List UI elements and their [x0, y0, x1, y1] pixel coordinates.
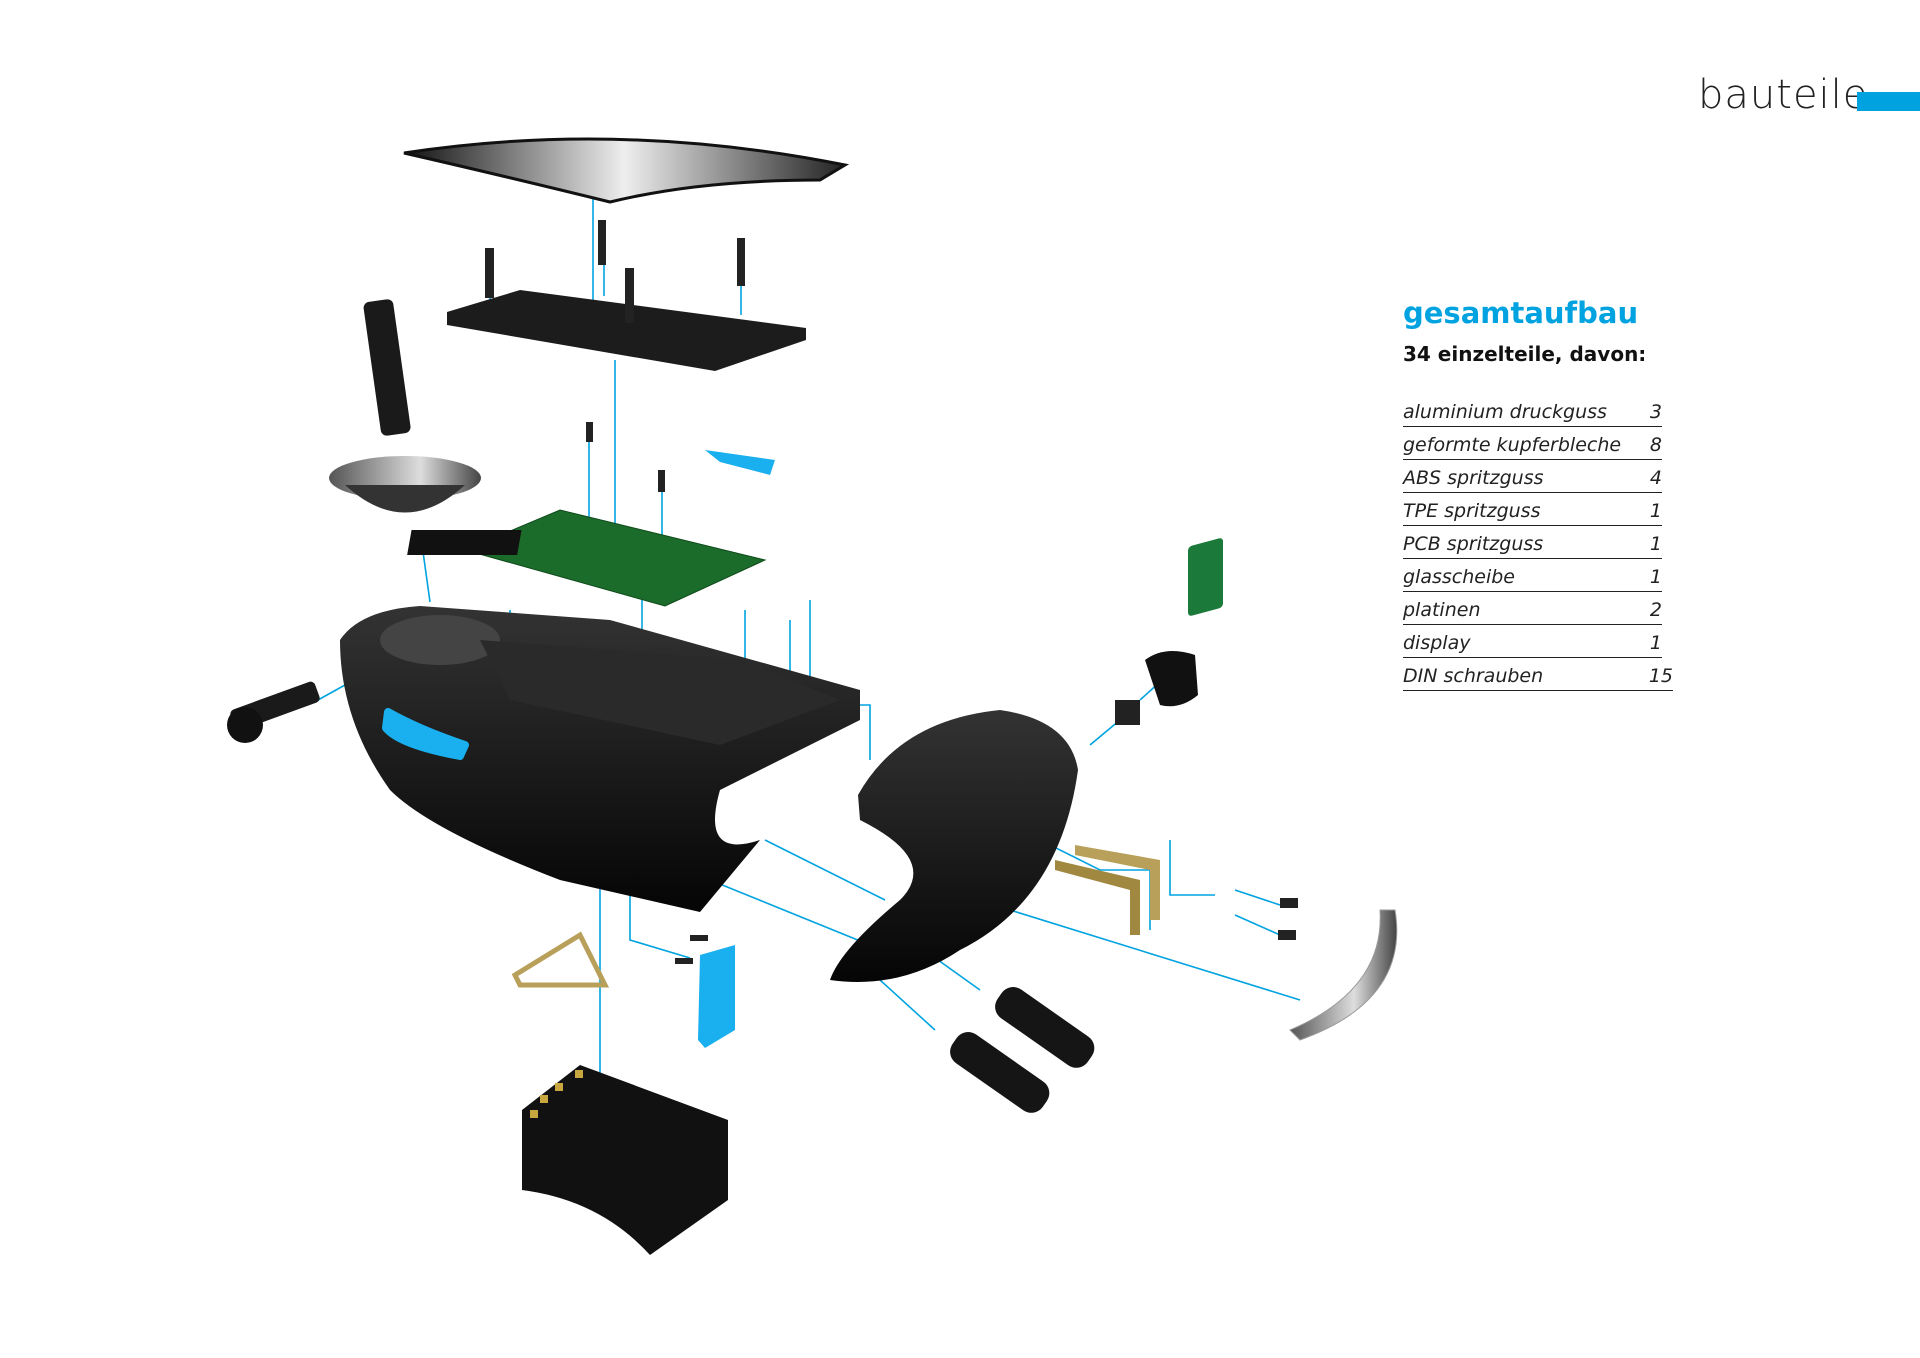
blue-button — [382, 708, 469, 760]
part-count: 8 — [1649, 434, 1662, 456]
parts-summary-panel: gesamtaufbau 34 einzelteile, davon: alum… — [1403, 294, 1693, 693]
list-item: DIN schrauben 15 — [1403, 660, 1673, 691]
list-item: ABS spritzguss 4 — [1403, 462, 1662, 493]
bolt — [363, 299, 411, 436]
part-count: 15 — [1648, 665, 1673, 687]
part-label: geformte kupferbleche — [1403, 434, 1622, 456]
part-count: 4 — [1649, 467, 1662, 489]
part-count: 1 — [1649, 533, 1662, 555]
screws — [485, 220, 1298, 964]
pcb-board — [463, 509, 767, 607]
part-label: DIN schrauben — [1403, 665, 1544, 687]
right-housing — [830, 710, 1078, 982]
list-item: TPE spritzguss 1 — [1403, 495, 1662, 526]
blue-clip — [705, 450, 775, 475]
battery — [522, 1065, 728, 1255]
part-count: 1 — [1649, 566, 1662, 588]
section-subheading: 34 einzelteile, davon: — [1403, 342, 1647, 366]
copper-contact — [511, 931, 610, 988]
part-label: TPE spritzguss — [1403, 500, 1541, 522]
list-item: glasscheibe 1 — [1403, 561, 1662, 592]
page-title: bauteile — [1698, 72, 1869, 118]
part-count: 1 — [1649, 632, 1662, 654]
part-count: 2 — [1649, 599, 1662, 621]
list-item: platinen 2 — [1403, 594, 1662, 625]
list-item: geformte kupferbleche 8 — [1403, 429, 1662, 460]
brass-bracket — [1075, 845, 1160, 920]
leader-lines — [317, 190, 1301, 1110]
bolt-head — [227, 707, 263, 743]
part-label: PCB spritzguss — [1403, 533, 1544, 555]
list-item: PCB spritzguss 1 — [1403, 528, 1662, 559]
part-label: aluminium druckguss — [1403, 401, 1607, 423]
rubber-cap — [1145, 651, 1198, 707]
blue-slider — [698, 945, 735, 1048]
cylinder — [995, 987, 1095, 1068]
small-green-board — [1188, 538, 1223, 616]
lens-cover — [1289, 909, 1398, 1041]
display-plate — [447, 290, 806, 371]
part-label: platinen — [1403, 599, 1481, 621]
glass-pane — [403, 137, 850, 204]
part-count: 1 — [1649, 500, 1662, 522]
part-label: ABS spritzguss — [1403, 467, 1544, 489]
parts-list: aluminium druckguss 3 geformte kupferblec… — [1403, 396, 1693, 691]
part-label: display — [1403, 632, 1471, 654]
list-item: aluminium druckguss 3 — [1403, 396, 1662, 427]
title-accent-bar — [1857, 92, 1920, 111]
part-label: glasscheibe — [1403, 566, 1515, 588]
list-item: display 1 — [1403, 627, 1662, 658]
cylinder — [950, 1032, 1050, 1113]
part-count: 3 — [1649, 401, 1662, 423]
section-heading: gesamtaufbau — [1403, 296, 1639, 330]
